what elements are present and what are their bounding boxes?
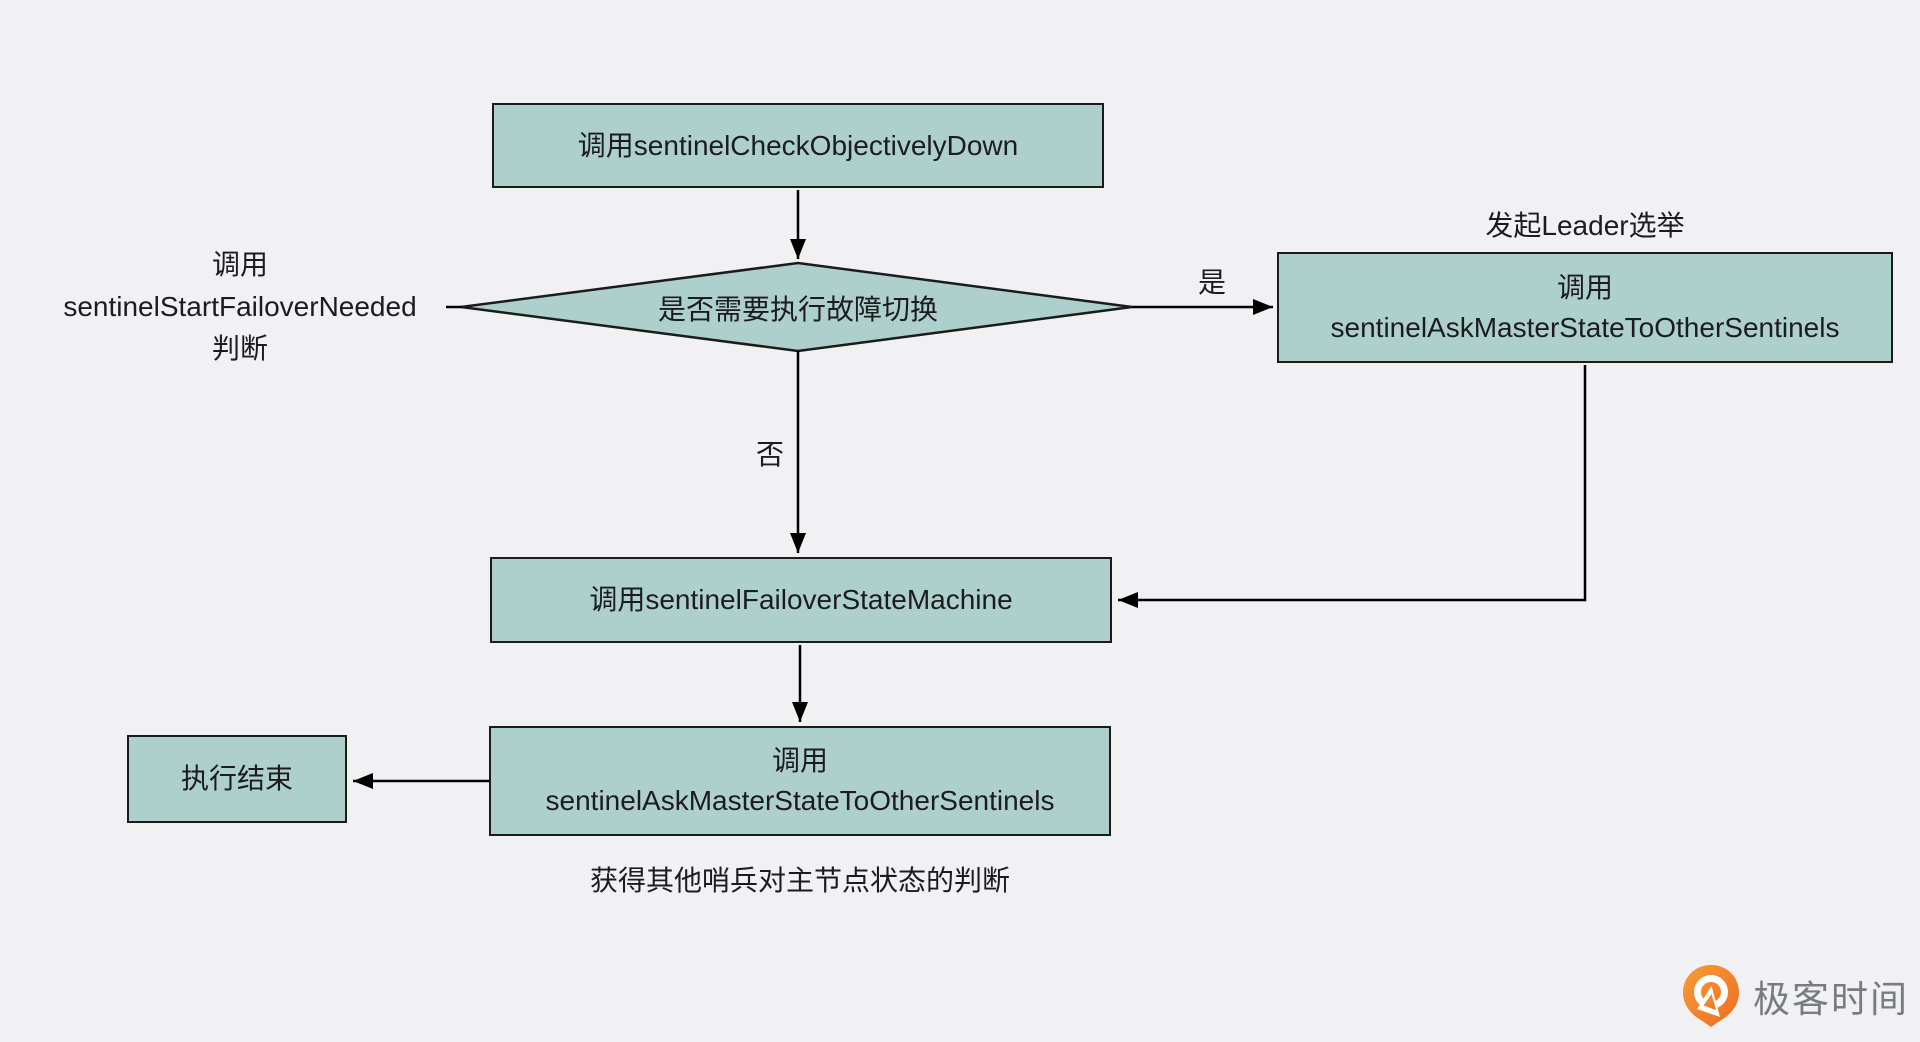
node-label: 执行结束 xyxy=(180,763,293,794)
node-sentinel-ask-master-state-right: 调用 sentinelAskMasterStateToOtherSentinel… xyxy=(1277,252,1893,363)
left-note-line1: 调用 xyxy=(211,249,268,280)
leader-election-label: 发起Leader选举 xyxy=(1485,210,1685,241)
left-note-line3: 判断 xyxy=(211,333,268,364)
geektime-logo: 极客时间 xyxy=(1682,964,1909,1028)
node-sentinel-check-objectively-down: 调用sentinelCheckObjectivelyDown xyxy=(492,103,1104,188)
no-edge-label: 否 xyxy=(755,439,784,470)
node-end: 执行结束 xyxy=(127,735,347,823)
node-label-line1: 调用 xyxy=(771,745,828,776)
node-label-line2: sentinelAskMasterStateToOtherSentinels xyxy=(1330,311,1840,343)
yes-edge-label: 是 xyxy=(1197,267,1226,298)
geektime-pin-icon xyxy=(1683,965,1739,1027)
node-sentinel-ask-master-state-bottom: 调用 sentinelAskMasterStateToOtherSentinel… xyxy=(489,726,1111,836)
left-note: 调用 sentinelStartFailoverNeeded 判断 xyxy=(20,244,460,370)
bottom-caption: 获得其他哨兵对主节点状态的判断 xyxy=(589,865,1010,896)
geektime-logo-text: 极客时间 xyxy=(1753,979,1909,1020)
decision-label: 是否需要执行故障切换 xyxy=(657,294,938,325)
node-sentinel-failover-state-machine: 调用sentinelFailoverStateMachine xyxy=(490,557,1112,643)
node-label: 调用sentinelCheckObjectivelyDown xyxy=(577,129,1019,161)
node-label: 调用sentinelFailoverStateMachine xyxy=(589,584,1013,615)
edge-ask-master-to-state-machine xyxy=(1118,365,1587,608)
node-label-line2: sentinelAskMasterStateToOtherSentinels xyxy=(545,785,1055,816)
left-note-line2: sentinelStartFailoverNeeded xyxy=(63,291,417,322)
node-label-line1: 调用 xyxy=(1556,271,1613,303)
